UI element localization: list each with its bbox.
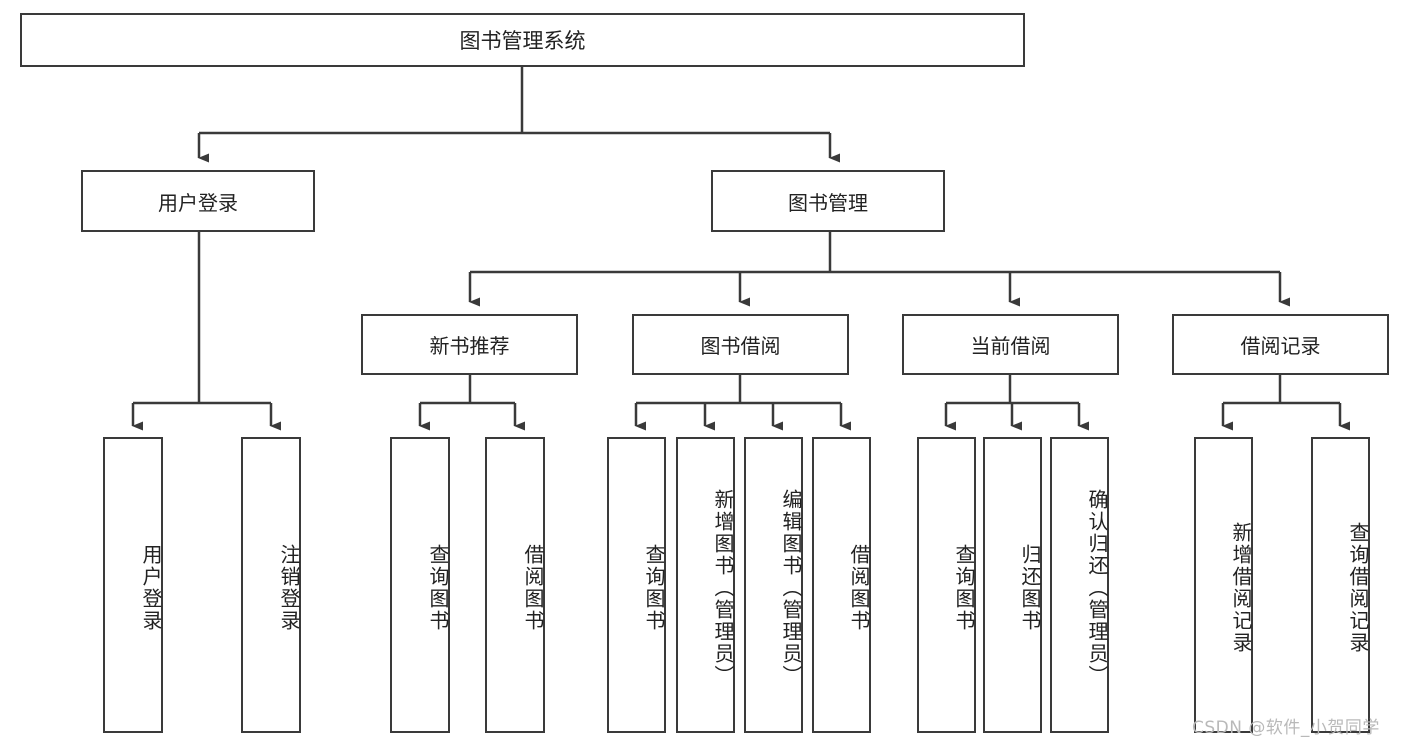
node-label: 查询借阅记录 xyxy=(1346,522,1370,654)
csdn-watermark: CSDN @软件_小贺同学 xyxy=(1192,718,1380,738)
leaf-query-book-borrow[interactable]: 查询图书 xyxy=(607,437,666,733)
leaf-add-borrow-record[interactable]: 新增借阅记录 xyxy=(1194,437,1253,733)
node-label: 新书推荐 xyxy=(429,334,510,358)
node-book-borrow[interactable]: 图书借阅 xyxy=(632,314,849,375)
node-label: 借阅图书 xyxy=(521,544,545,632)
node-current-borrow[interactable]: 当前借阅 xyxy=(902,314,1119,375)
node-label: 用户登录 xyxy=(158,190,238,215)
leaf-confirm-return-admin[interactable]: 确认归还（管理员） xyxy=(1050,437,1109,733)
node-borrow-record[interactable]: 借阅记录 xyxy=(1172,314,1389,375)
node-root-book-management-system[interactable]: 图书管理系统 xyxy=(20,13,1025,67)
node-label: 新增借阅记录 xyxy=(1229,522,1253,654)
leaf-borrow-book-recommend[interactable]: 借阅图书 xyxy=(485,437,545,733)
node-label: 归还图书 xyxy=(1018,544,1042,632)
node-user-login[interactable]: 用户登录 xyxy=(81,170,315,232)
node-label: 当前借阅 xyxy=(970,334,1051,358)
leaf-return-book[interactable]: 归还图书 xyxy=(983,437,1042,733)
leaf-add-book-admin[interactable]: 新增图书（管理员） xyxy=(676,437,735,733)
leaf-query-borrow-record[interactable]: 查询借阅记录 xyxy=(1311,437,1370,733)
leaf-query-book-recommend[interactable]: 查询图书 xyxy=(390,437,450,733)
leaf-user-login[interactable]: 用户登录 xyxy=(103,437,163,733)
node-label: 借阅图书 xyxy=(847,544,871,632)
node-label: 查询图书 xyxy=(642,544,666,632)
node-label: 图书借阅 xyxy=(700,334,781,358)
node-new-book-recommend[interactable]: 新书推荐 xyxy=(361,314,578,375)
node-label: 用户登录 xyxy=(139,544,163,632)
leaf-logout[interactable]: 注销登录 xyxy=(241,437,301,733)
node-label: 新增图书（管理员） xyxy=(711,489,735,687)
node-label: 查询图书 xyxy=(952,544,976,632)
leaf-borrow-book[interactable]: 借阅图书 xyxy=(812,437,871,733)
node-label: 注销登录 xyxy=(277,544,301,632)
node-label: 图书管理 xyxy=(788,190,868,215)
node-label: 查询图书 xyxy=(426,544,450,632)
node-label: 编辑图书（管理员） xyxy=(779,489,803,687)
node-label: 图书管理系统 xyxy=(459,29,586,53)
leaf-edit-book-admin[interactable]: 编辑图书（管理员） xyxy=(744,437,803,733)
leaf-query-book-current[interactable]: 查询图书 xyxy=(917,437,976,733)
node-label: 借阅记录 xyxy=(1240,334,1321,358)
node-book-management[interactable]: 图书管理 xyxy=(711,170,945,232)
node-label: 确认归还（管理员） xyxy=(1085,489,1109,687)
